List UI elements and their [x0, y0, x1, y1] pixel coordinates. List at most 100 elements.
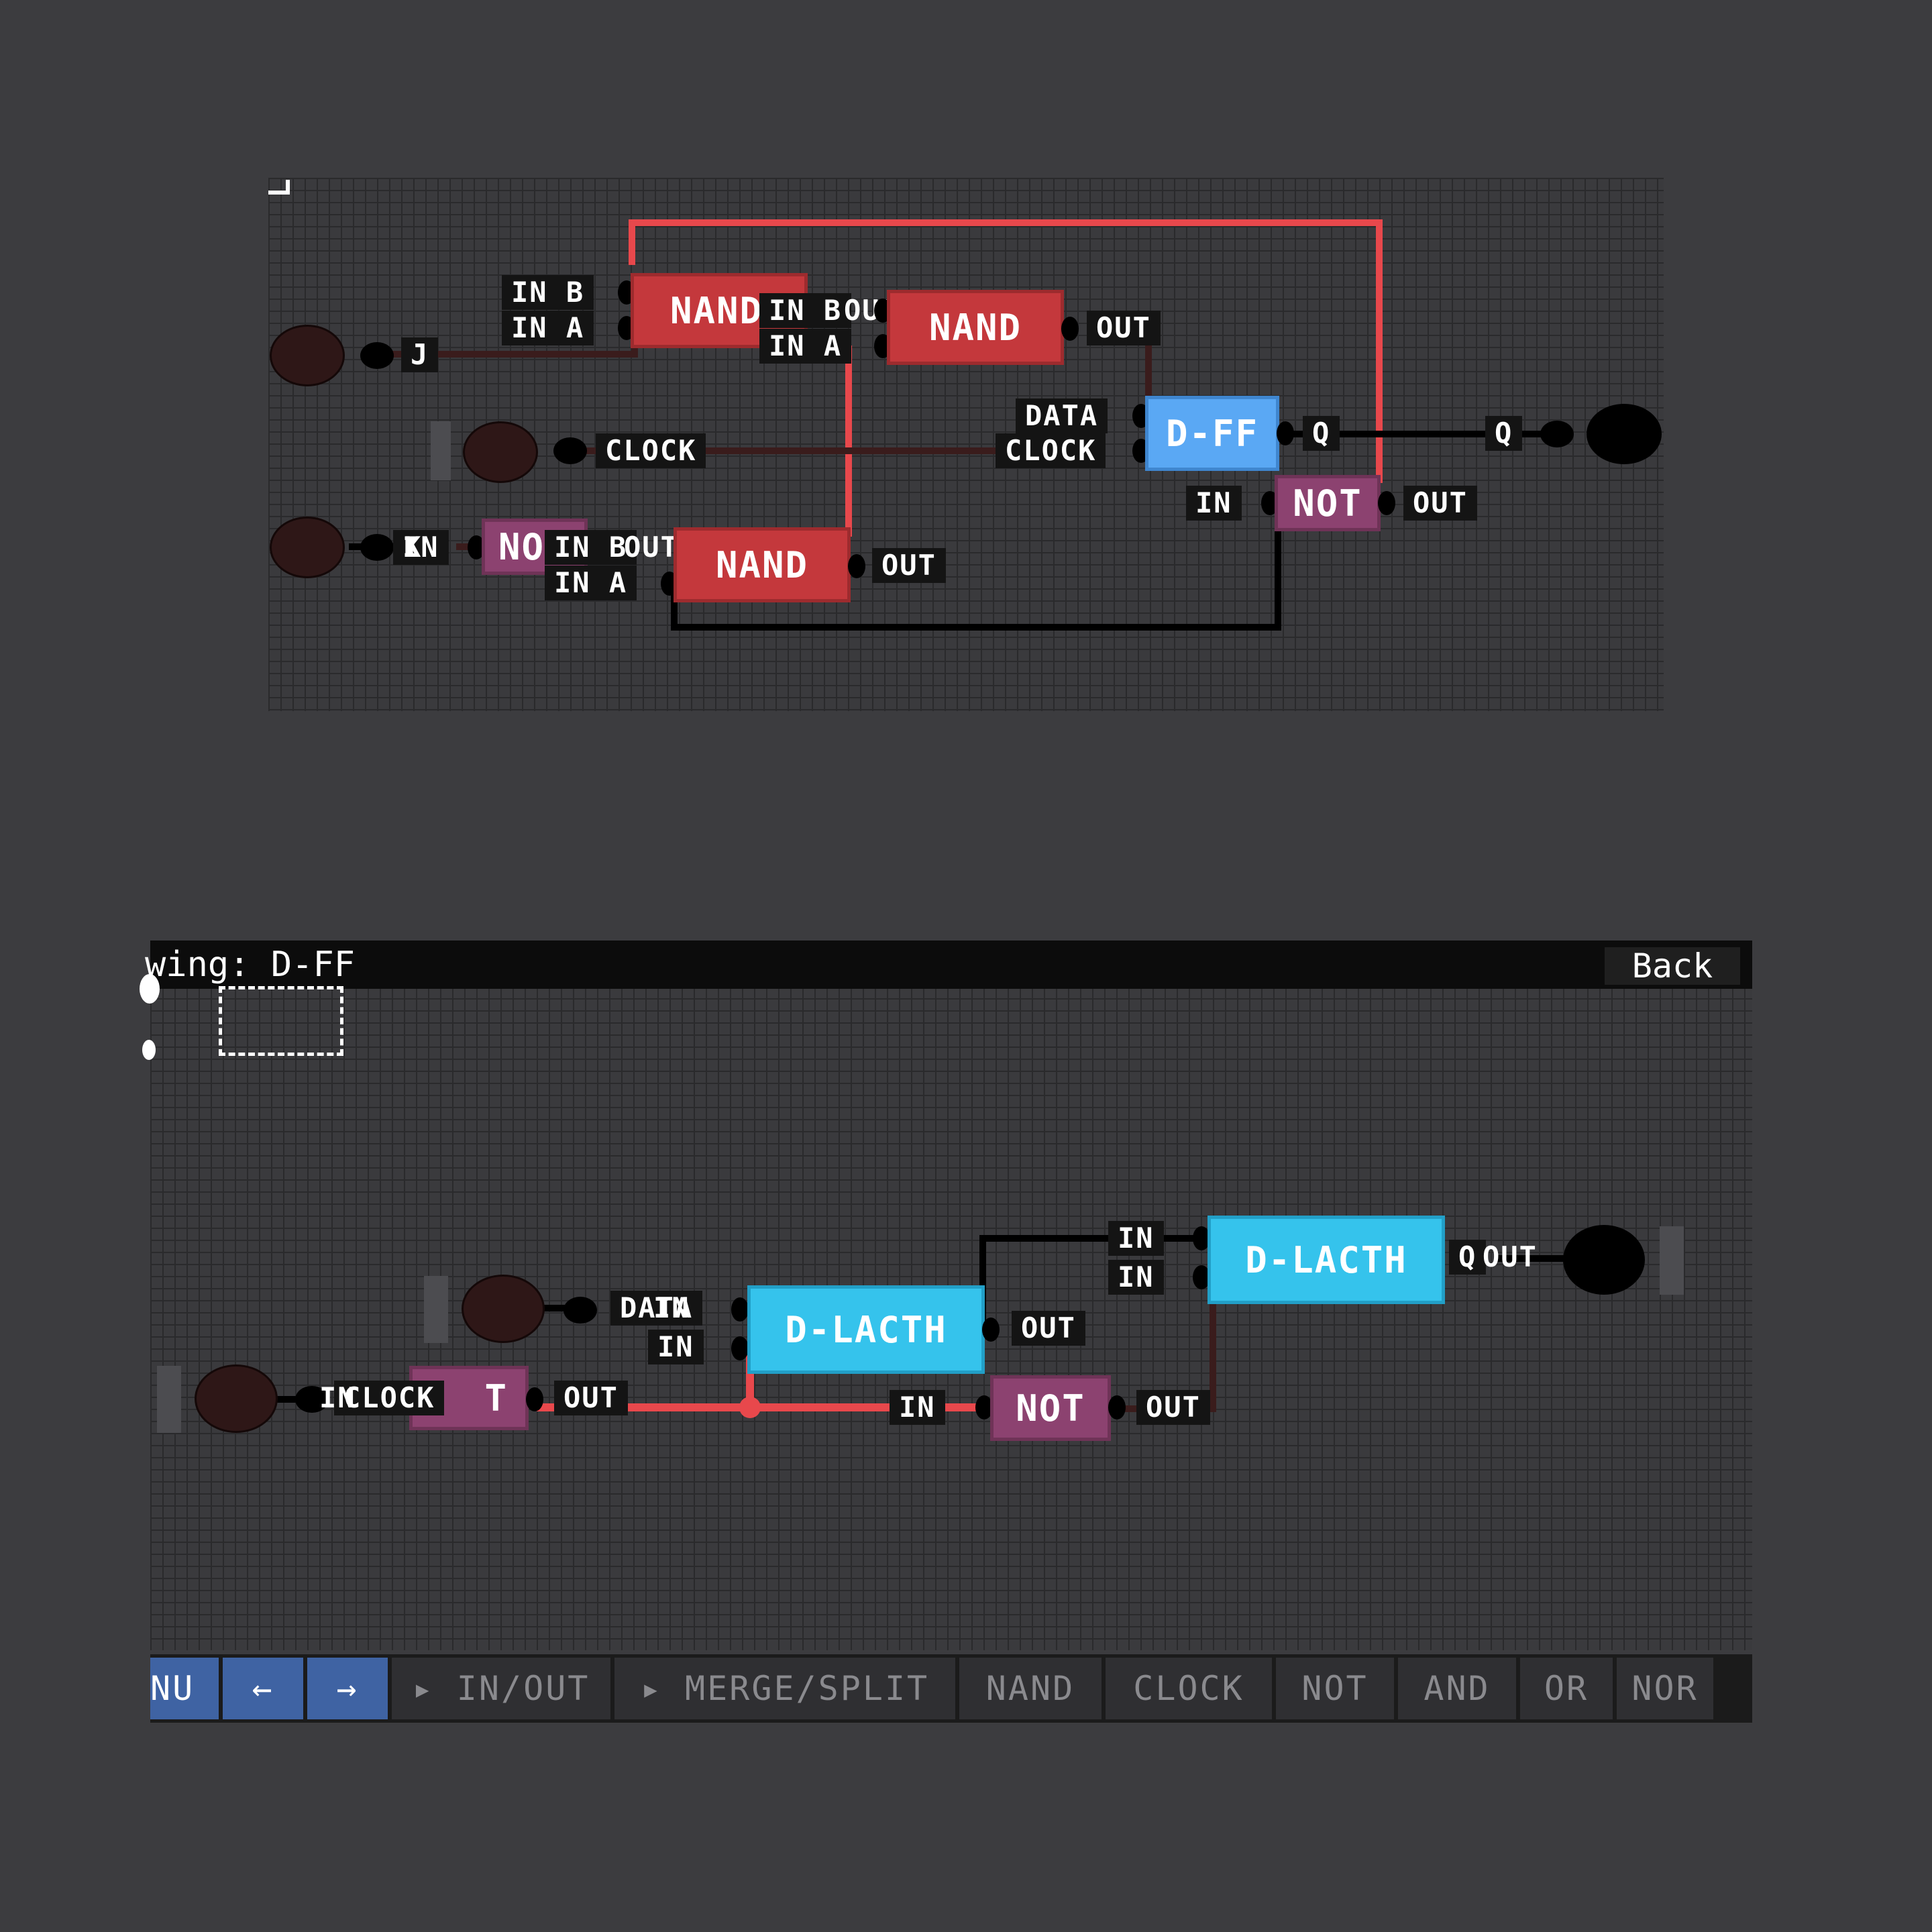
editor-title: wing: D-FF — [145, 945, 356, 985]
not-bottom-label: NOT — [1016, 1387, 1085, 1430]
latch2-in2-label: IN — [1108, 1260, 1164, 1295]
component-toolbar: NU ← → ▸ IN/OUT ▸ MERGE/SPLIT NAND CLOCK… — [150, 1654, 1752, 1723]
nand1-in-b-label: IN B — [502, 275, 594, 310]
toolbar-nand[interactable]: NAND — [959, 1658, 1106, 1719]
input-j-pin — [360, 342, 394, 369]
latch2-in1-pin[interactable] — [1193, 1226, 1210, 1250]
not-clipped-out-pin[interactable] — [526, 1387, 543, 1411]
latch1-out-label: OUT — [1012, 1311, 1085, 1346]
toolbar-not[interactable]: NOT — [1276, 1658, 1398, 1719]
input-data-pin — [564, 1297, 597, 1324]
editor-title-bar: wing: D-FF — [145, 941, 1752, 989]
nand2-in-a-label: IN A — [545, 566, 637, 600]
clock-in-overlap-label: IN — [319, 1381, 356, 1414]
input-clock-label-bottom: CLOCK — [334, 1381, 445, 1415]
not-bottom-out-pin[interactable] — [1108, 1395, 1126, 1419]
not-fb-gate[interactable]: NOT — [1275, 475, 1381, 531]
not-bottom-in-pin[interactable] — [975, 1395, 993, 1419]
toolbar-merge-split[interactable]: ▸ MERGE/SPLIT — [614, 1658, 959, 1719]
dff-label: D-FF — [1165, 412, 1259, 455]
nand2-label: NAND — [715, 543, 809, 586]
not-bottom-in-label: IN — [890, 1390, 945, 1425]
input-clock-pin — [553, 437, 587, 464]
latch1-in-overlap-label: IN — [653, 1291, 690, 1324]
nand2-out-pin[interactable] — [848, 554, 865, 578]
input-data-toggle[interactable] — [462, 1275, 545, 1343]
latch1-gate[interactable]: D-LACTH — [747, 1285, 985, 1374]
dff-q-pin[interactable] — [1277, 421, 1294, 445]
output-q-label: Q — [1485, 416, 1523, 451]
left-edge-pin-2[interactable] — [142, 1040, 156, 1060]
clock-input-drag-handle[interactable] — [157, 1366, 181, 1433]
latch1-in-pin[interactable] — [731, 1336, 749, 1360]
notk-label: NO — [498, 525, 545, 568]
output-q-indicator-bottom — [1563, 1225, 1645, 1295]
input-k-label: IN — [393, 530, 449, 565]
toolbar-inout[interactable]: ▸ IN/OUT — [392, 1658, 614, 1719]
latch2-q-label: Q — [1449, 1240, 1487, 1275]
data-drag-handle[interactable] — [424, 1276, 448, 1343]
not-fb-out-label: OUT — [1403, 486, 1477, 521]
input-j-toggle[interactable] — [270, 325, 345, 386]
not-clipped-label: T — [484, 1377, 508, 1419]
dff-data-label: DATA — [1016, 398, 1108, 433]
corner-marker — [268, 180, 290, 195]
nand2-gate[interactable]: NAND — [674, 527, 851, 602]
output-q-indicator — [1587, 404, 1662, 464]
nand1b-in-b-label: IN B — [759, 293, 852, 328]
output-q-pin — [1540, 421, 1574, 447]
toolbar-and[interactable]: AND — [1398, 1658, 1520, 1719]
dff-clock-label: CLOCK — [996, 433, 1106, 468]
nand2-in-b-label: IN B — [545, 530, 637, 565]
latch1-label: D-LACTH — [785, 1308, 947, 1351]
input-k-pin — [360, 534, 394, 561]
input-k-overlay-label: K — [404, 531, 423, 564]
latch1-data-pin[interactable] — [731, 1297, 749, 1322]
nand1b-in-a-label: IN A — [759, 329, 852, 364]
input-k-toggle[interactable] — [270, 517, 345, 578]
input-clock-pin-bottom — [295, 1386, 329, 1413]
not-bottom-gate[interactable]: NOT — [990, 1375, 1111, 1441]
input-clock-toggle[interactable] — [463, 421, 538, 483]
nand1-label: NAND — [670, 289, 763, 332]
not-fb-in-label: IN — [1186, 486, 1242, 521]
nand1b-gate[interactable]: NAND — [887, 290, 1064, 365]
latch1-out-pin[interactable] — [982, 1318, 1000, 1342]
not-fb-label: NOT — [1293, 482, 1362, 525]
back-button[interactable]: Back — [1605, 947, 1740, 985]
not-clipped-out-label: OUT — [554, 1381, 628, 1415]
dff-q-label: Q — [1303, 416, 1340, 451]
latch2-label: D-LACTH — [1245, 1238, 1407, 1281]
nand2-out-label: OUT — [872, 548, 946, 583]
not-fb-out-pin[interactable] — [1378, 491, 1395, 515]
latch2-out-overlap-label: OUT — [1483, 1240, 1538, 1273]
selection-box[interactable] — [219, 986, 343, 1056]
nand1b-label: NAND — [928, 306, 1022, 349]
latch1-in-label: IN — [648, 1330, 704, 1364]
nand2-out-overlap-label: OUT — [624, 531, 679, 564]
output-drag-handle[interactable] — [1660, 1226, 1684, 1295]
toolbar-clock[interactable]: CLOCK — [1106, 1658, 1276, 1719]
toolbar-or[interactable]: OR — [1520, 1658, 1617, 1719]
input-clock-toggle-bottom[interactable] — [195, 1364, 278, 1433]
left-edge-pin-1[interactable] — [140, 974, 160, 1004]
latch2-gate[interactable]: D-LACTH — [1208, 1216, 1445, 1304]
latch2-in2-pin[interactable] — [1193, 1265, 1210, 1289]
input-j-label: J — [401, 337, 439, 372]
bottom-editor: wing: D-FF Back DATA IN T CLOCK IN OUT I… — [0, 932, 1932, 1737]
toolbar-nor[interactable]: NOR — [1617, 1658, 1717, 1719]
toolbar-menu-button[interactable]: NU — [150, 1658, 223, 1719]
nand1b-out-pin[interactable] — [1061, 317, 1079, 341]
input-data-label: DATA — [610, 1291, 703, 1326]
top-canvas[interactable]: J CLOCK IN K IN B IN A NAND IN B OUT IN … — [0, 0, 1932, 738]
nand1-in-a-label: IN A — [502, 311, 594, 345]
toolbar-back-arrow[interactable]: ← — [223, 1658, 307, 1719]
top-grid — [268, 178, 1664, 711]
nand1b-out-label: OUT — [1087, 311, 1161, 345]
dff-gate[interactable]: D-FF — [1145, 396, 1279, 471]
input-clock-label: CLOCK — [596, 433, 706, 468]
latch2-in1-label: IN — [1108, 1221, 1164, 1256]
not-bottom-out-label: OUT — [1136, 1390, 1210, 1425]
clock-drag-handle[interactable] — [431, 421, 451, 480]
toolbar-forward-arrow[interactable]: → — [307, 1658, 392, 1719]
